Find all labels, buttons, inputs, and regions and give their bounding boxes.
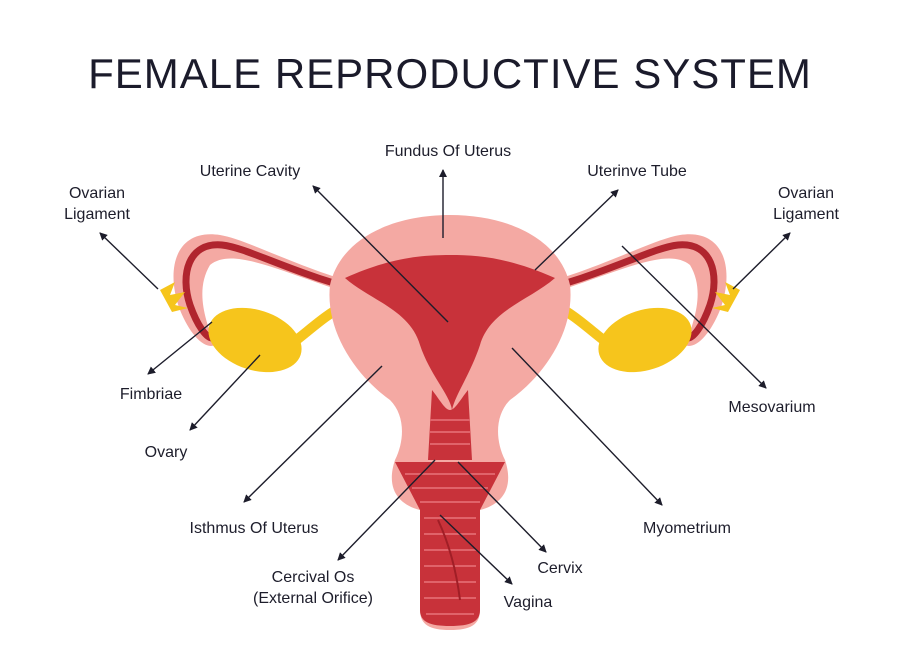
pointer-ovarian-ligament-left: [99, 232, 159, 290]
pointer-uterine-cavity: [312, 185, 449, 323]
pointer-mesovarium: [621, 245, 767, 389]
label-fundus-of-uterus: Fundus Of Uterus: [384, 143, 512, 160]
vagina-lining: [395, 462, 505, 626]
pointer-ovary: [189, 354, 261, 431]
label-cervix: Cervix: [537, 560, 583, 577]
label-fimbriae: Fimbriae: [119, 386, 183, 403]
pointer-isthmus: [243, 365, 383, 503]
left-fimbriae: [160, 282, 188, 312]
label-mesovarium: Mesovarium: [728, 399, 816, 416]
page-title: FEMALE REPRODUCTIVE SYSTEM: [88, 50, 812, 97]
pointer-cervix: [457, 461, 547, 553]
right-fimbriae: [712, 282, 740, 312]
pointer-myometrium: [511, 347, 663, 506]
label-ovarian-ligament-right: Ovarian Ligament: [773, 185, 839, 223]
uterine-cavity: [345, 255, 555, 410]
pointer-vagina: [439, 514, 513, 585]
label-uterine-tube: Uterinve Tube: [587, 163, 687, 180]
label-ovarian-ligament-left: Ovarian Ligament: [64, 185, 130, 223]
label-myometrium: Myometrium: [642, 520, 732, 537]
left-ovary: [208, 307, 302, 373]
label-isthmus-of-uterus: Isthmus Of Uterus: [189, 520, 319, 537]
pointer-lines: [99, 169, 791, 585]
pointer-uterine-tube: [534, 189, 619, 271]
label-uterine-cavity: Uterine Cavity: [199, 163, 301, 180]
label-vagina: Vagina: [503, 594, 553, 611]
right-ovary: [598, 307, 692, 373]
label-cervical-os: Cercival Os (External Orifice): [252, 569, 374, 607]
label-ovary: Ovary: [144, 444, 188, 461]
pointer-fimbriae: [147, 321, 213, 375]
cervical-canal: [428, 390, 472, 460]
pointer-ovarian-ligament-right: [732, 232, 791, 290]
pointer-cervical-os: [337, 459, 436, 561]
